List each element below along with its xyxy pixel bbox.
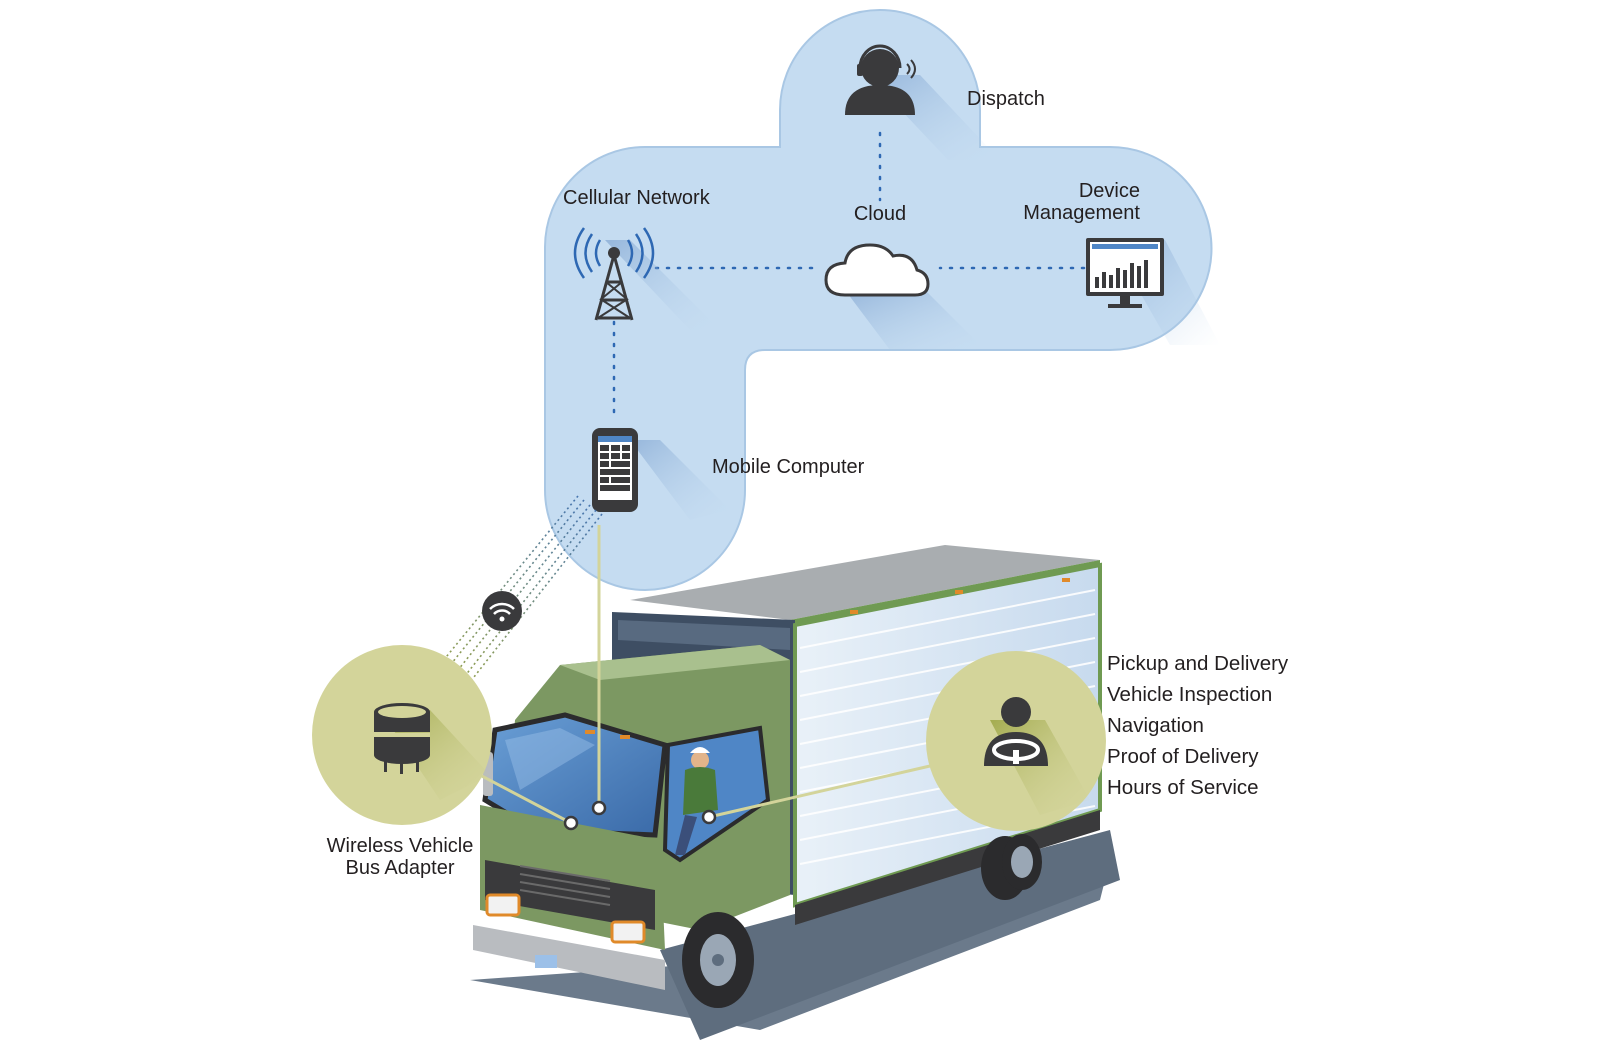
mobile-computer-label: Mobile Computer xyxy=(712,456,865,478)
bus-adapter-line-2: Bus Adapter xyxy=(345,857,455,880)
device-management-line-1: Device xyxy=(1078,180,1140,202)
driver-steering-icon xyxy=(984,697,1048,766)
connection-nodes xyxy=(563,800,717,831)
monitor-chart-icon xyxy=(1086,238,1220,345)
wifi-icon xyxy=(482,591,522,631)
cellular-network-label: Cellular Network xyxy=(563,187,710,209)
driver-app-item: Hours of Service xyxy=(1107,776,1259,799)
device-management-label: Device Management xyxy=(990,180,1140,225)
driver-app-item: Pickup and Delivery xyxy=(1107,652,1289,675)
cloud-icon xyxy=(824,243,985,350)
driver-app-item: Proof of Delivery xyxy=(1107,745,1259,768)
headset-agent-icon xyxy=(845,44,1000,160)
bus-adapter-line-1: Wireless Vehicle xyxy=(326,835,474,857)
driver-app-item: Vehicle Inspection xyxy=(1107,683,1273,706)
device-management-line-2: Management xyxy=(1023,202,1140,225)
driver-app-item: Navigation xyxy=(1107,714,1204,737)
bus-adapter-icon xyxy=(374,703,430,774)
truck-driver xyxy=(675,747,718,855)
cell-tower-icon xyxy=(573,227,720,330)
bus-adapter-label: Wireless Vehicle Bus Adapter xyxy=(310,835,490,880)
mobile-computer-icon xyxy=(592,428,730,520)
dispatch-label: Dispatch xyxy=(967,88,1045,110)
cloud-label: Cloud xyxy=(853,203,907,225)
driver-apps-list: Pickup and Delivery Vehicle Inspection N… xyxy=(1107,648,1288,803)
